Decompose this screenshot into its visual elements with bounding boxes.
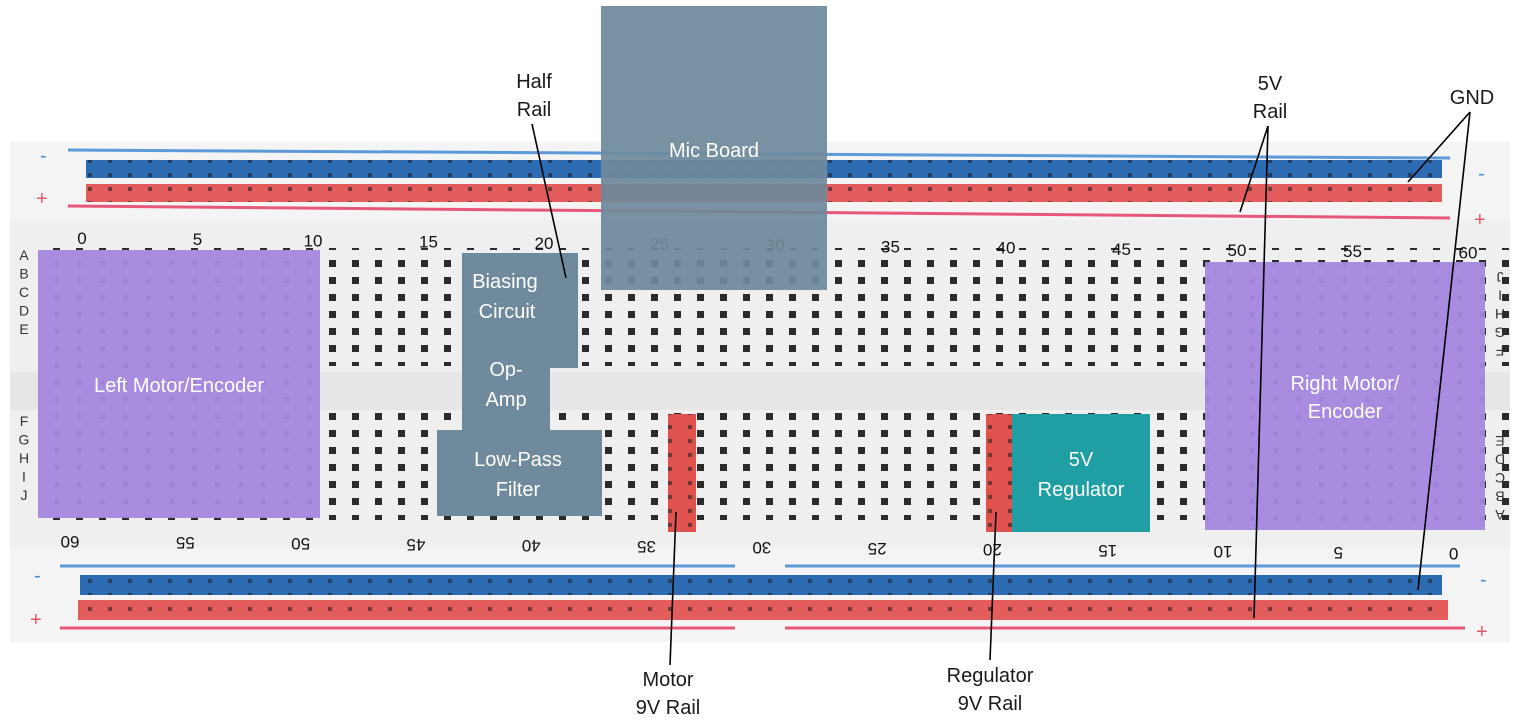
top-column-number: 35 [881,237,900,256]
bottom-right-plus: + [1476,621,1488,643]
half-rail-pointer [531,123,567,279]
regulator-rail-label-2: 9V Rail [958,693,1022,715]
row-letter-right: D [1495,452,1505,468]
top-column-number: 10 [304,231,323,250]
top-column-number: 15 [419,233,438,252]
bottom-column-number: 20 [983,540,1002,559]
gnd-pointer-top [1407,111,1471,183]
regulator-label-2: Regulator [1038,479,1125,501]
row-letter-left: G [19,432,30,448]
motor-9v-strip-holes [668,414,696,532]
row-letter-left: B [19,266,28,282]
low-pass-label-2: Filter [496,479,541,501]
top-right-minus: - [1478,163,1485,185]
right-motor-dots [1205,262,1485,530]
half-rail-label-2: Rail [517,99,551,121]
row-letter-left: H [19,450,29,466]
top-left-plus: + [36,188,48,210]
row-letter-left: F [20,413,29,429]
op-amp-label-1: Op- [489,359,522,381]
row-letter-right: B [1495,489,1504,505]
row-letter-right: E [1495,433,1504,449]
regulator-rail-label-1: Regulator [947,665,1034,687]
bottom-blue-rail-holes [80,575,1442,595]
top-column-number: 45 [1112,240,1131,259]
biasing-label-2: Circuit [479,301,536,323]
five-v-pointer-top [1239,125,1269,213]
top-column-number: 20 [535,234,554,253]
bottom-column-number: 25 [868,539,887,558]
row-letter-right: G [1495,325,1506,341]
row-letter-right: F [1496,343,1505,359]
op-amp-label-2: Amp [485,389,526,411]
regulator-9v-strip-holes [986,414,1014,532]
bottom-column-number: 60 [61,532,80,551]
row-letter-left: C [19,284,29,300]
row-letter-right: C [1495,470,1505,486]
five-v-rail-label-2: Rail [1253,101,1287,123]
row-letter-left: J [21,487,28,503]
bottom-left-minus: - [34,565,41,587]
row-letter-left: I [22,469,26,485]
low-pass-label-1: Low-Pass [474,449,562,471]
bottom-column-number: 45 [406,535,425,554]
biasing-label-1: Biasing [472,271,538,293]
mic-board-label: Mic Board [669,140,759,162]
bottom-column-number: 35 [637,537,656,556]
top-column-number: 60 [1459,243,1478,262]
bottom-column-number: 50 [291,534,310,553]
bottom-right-minus: - [1480,569,1487,591]
mic-board-block [601,6,827,290]
left-motor-label: Left Motor/Encoder [94,375,264,397]
top-right-plus: + [1474,209,1486,231]
bottom-column-number: 5 [1334,543,1343,562]
row-letter-left: E [19,321,28,337]
row-letter-right: A [1495,507,1505,523]
op-amp-block [462,340,550,432]
top-left-minus: - [40,145,47,167]
bottom-red-rail-holes [78,600,1448,620]
motor-rail-label-2: 9V Rail [636,697,700,719]
bottom-column-number: 10 [1214,542,1233,561]
top-column-number: 50 [1228,241,1247,260]
five-v-rail-label-1: 5V [1258,73,1283,95]
bottom-column-number: 40 [522,536,541,555]
row-letter-right: J [1497,269,1504,285]
row-letter-left: A [19,247,29,263]
top-column-number: 55 [1343,242,1362,261]
bottom-column-number: 30 [752,538,771,557]
left-motor-dots [38,250,320,518]
bottom-column-number: 0 [1449,544,1458,563]
motor-rail-pointer [669,511,677,666]
five-v-pointer-bottom [1253,125,1269,619]
top-column-number: 40 [997,239,1016,258]
top-column-number: 0 [77,229,86,248]
row-letter-left: D [19,303,29,319]
half-rail-label-1: Half [516,71,552,93]
row-letter-right: H [1495,306,1505,322]
gnd-label: GND [1450,87,1494,109]
regulator-block [1012,414,1150,532]
right-motor-label-1: Right Motor/ [1291,373,1400,395]
regulator-rail-pointer [989,511,997,661]
bottom-column-number: 55 [176,533,195,552]
bottom-column-number: 15 [1098,541,1117,560]
motor-rail-label-1: Motor [642,669,693,691]
regulator-label-1: 5V [1069,449,1094,471]
row-letter-right: I [1498,288,1502,304]
low-pass-filter-block [437,430,602,516]
bottom-left-plus: + [30,609,42,631]
top-column-number: 5 [193,230,202,249]
gnd-pointer-bottom [1417,111,1471,591]
right-motor-label-2: Encoder [1308,401,1383,423]
